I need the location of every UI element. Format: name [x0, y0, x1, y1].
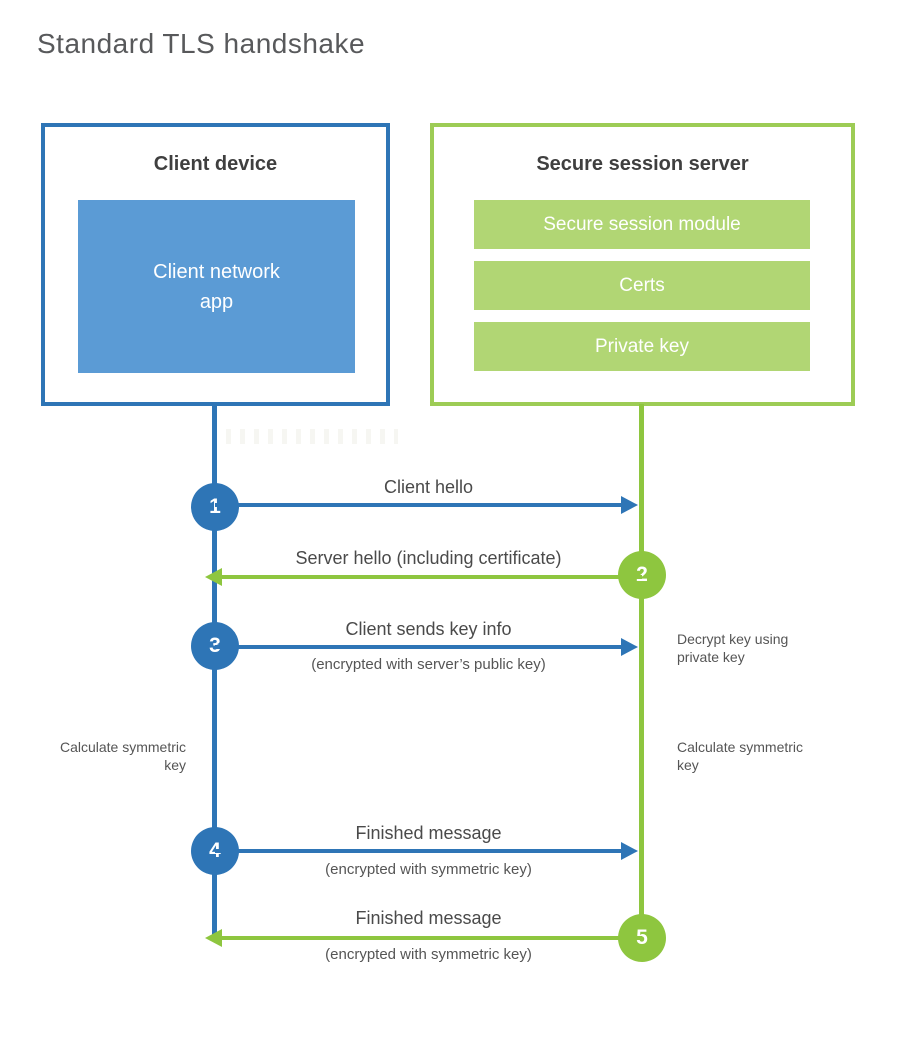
secure-session-server-title: Secure session server: [536, 153, 749, 175]
step-number: 1: [209, 495, 221, 519]
message-label-5: Finished message: [355, 908, 502, 928]
message-sublabel-4: (encrypted with symmetric key): [325, 861, 532, 878]
arrowhead-right-icon: [621, 638, 638, 656]
server-module-private-key: Private key: [474, 322, 810, 371]
client-network-app-label: Client network app: [153, 260, 280, 313]
page-title: Standard TLS handshake: [37, 28, 366, 59]
arrow-server-hello: [205, 568, 642, 586]
message-label-3: Client sends key info: [345, 619, 512, 639]
client-device-title: Client device: [153, 153, 278, 175]
message-label-1: Client hello: [383, 477, 474, 497]
server-module-label: Certs: [619, 274, 665, 296]
message-sublabel-5: (encrypted with symmetric key): [325, 946, 532, 963]
message-sublabel-3: (encrypted with server’s public key): [311, 656, 546, 673]
server-lifeline: [639, 404, 644, 940]
arrowhead-right-icon: [621, 842, 638, 860]
server-module-label: Private key: [595, 335, 689, 357]
server-module-label: Secure session module: [543, 213, 741, 235]
arrowhead-right-icon: [621, 496, 638, 514]
server-module-secure-session: Secure session module: [474, 200, 810, 249]
server-module-certs: Certs: [474, 261, 810, 310]
arrow-finished-server: [205, 929, 642, 947]
arrow-finished-client: [215, 842, 638, 860]
faint-dashes-artifact: [226, 429, 398, 444]
note-decrypt-key: Decrypt key using private key: [677, 631, 789, 665]
client-lifeline: [212, 404, 217, 940]
note-calculate-symmetric-key-server: Calculate symmetric key: [677, 739, 804, 773]
arrow-client-key-info: [215, 638, 638, 656]
arrowhead-left-icon: [205, 568, 222, 586]
note-calculate-symmetric-key-client: Calculate symmetric key: [59, 739, 186, 773]
message-label-4: Finished message: [355, 823, 502, 843]
arrowhead-left-icon: [205, 929, 222, 947]
client-network-app-box: Client network app: [78, 200, 355, 373]
message-label-2: Server hello (including certificate): [295, 548, 562, 568]
arrow-client-hello: [215, 496, 638, 514]
step-number: 5: [636, 926, 648, 949]
step-number: 2: [636, 563, 648, 586]
